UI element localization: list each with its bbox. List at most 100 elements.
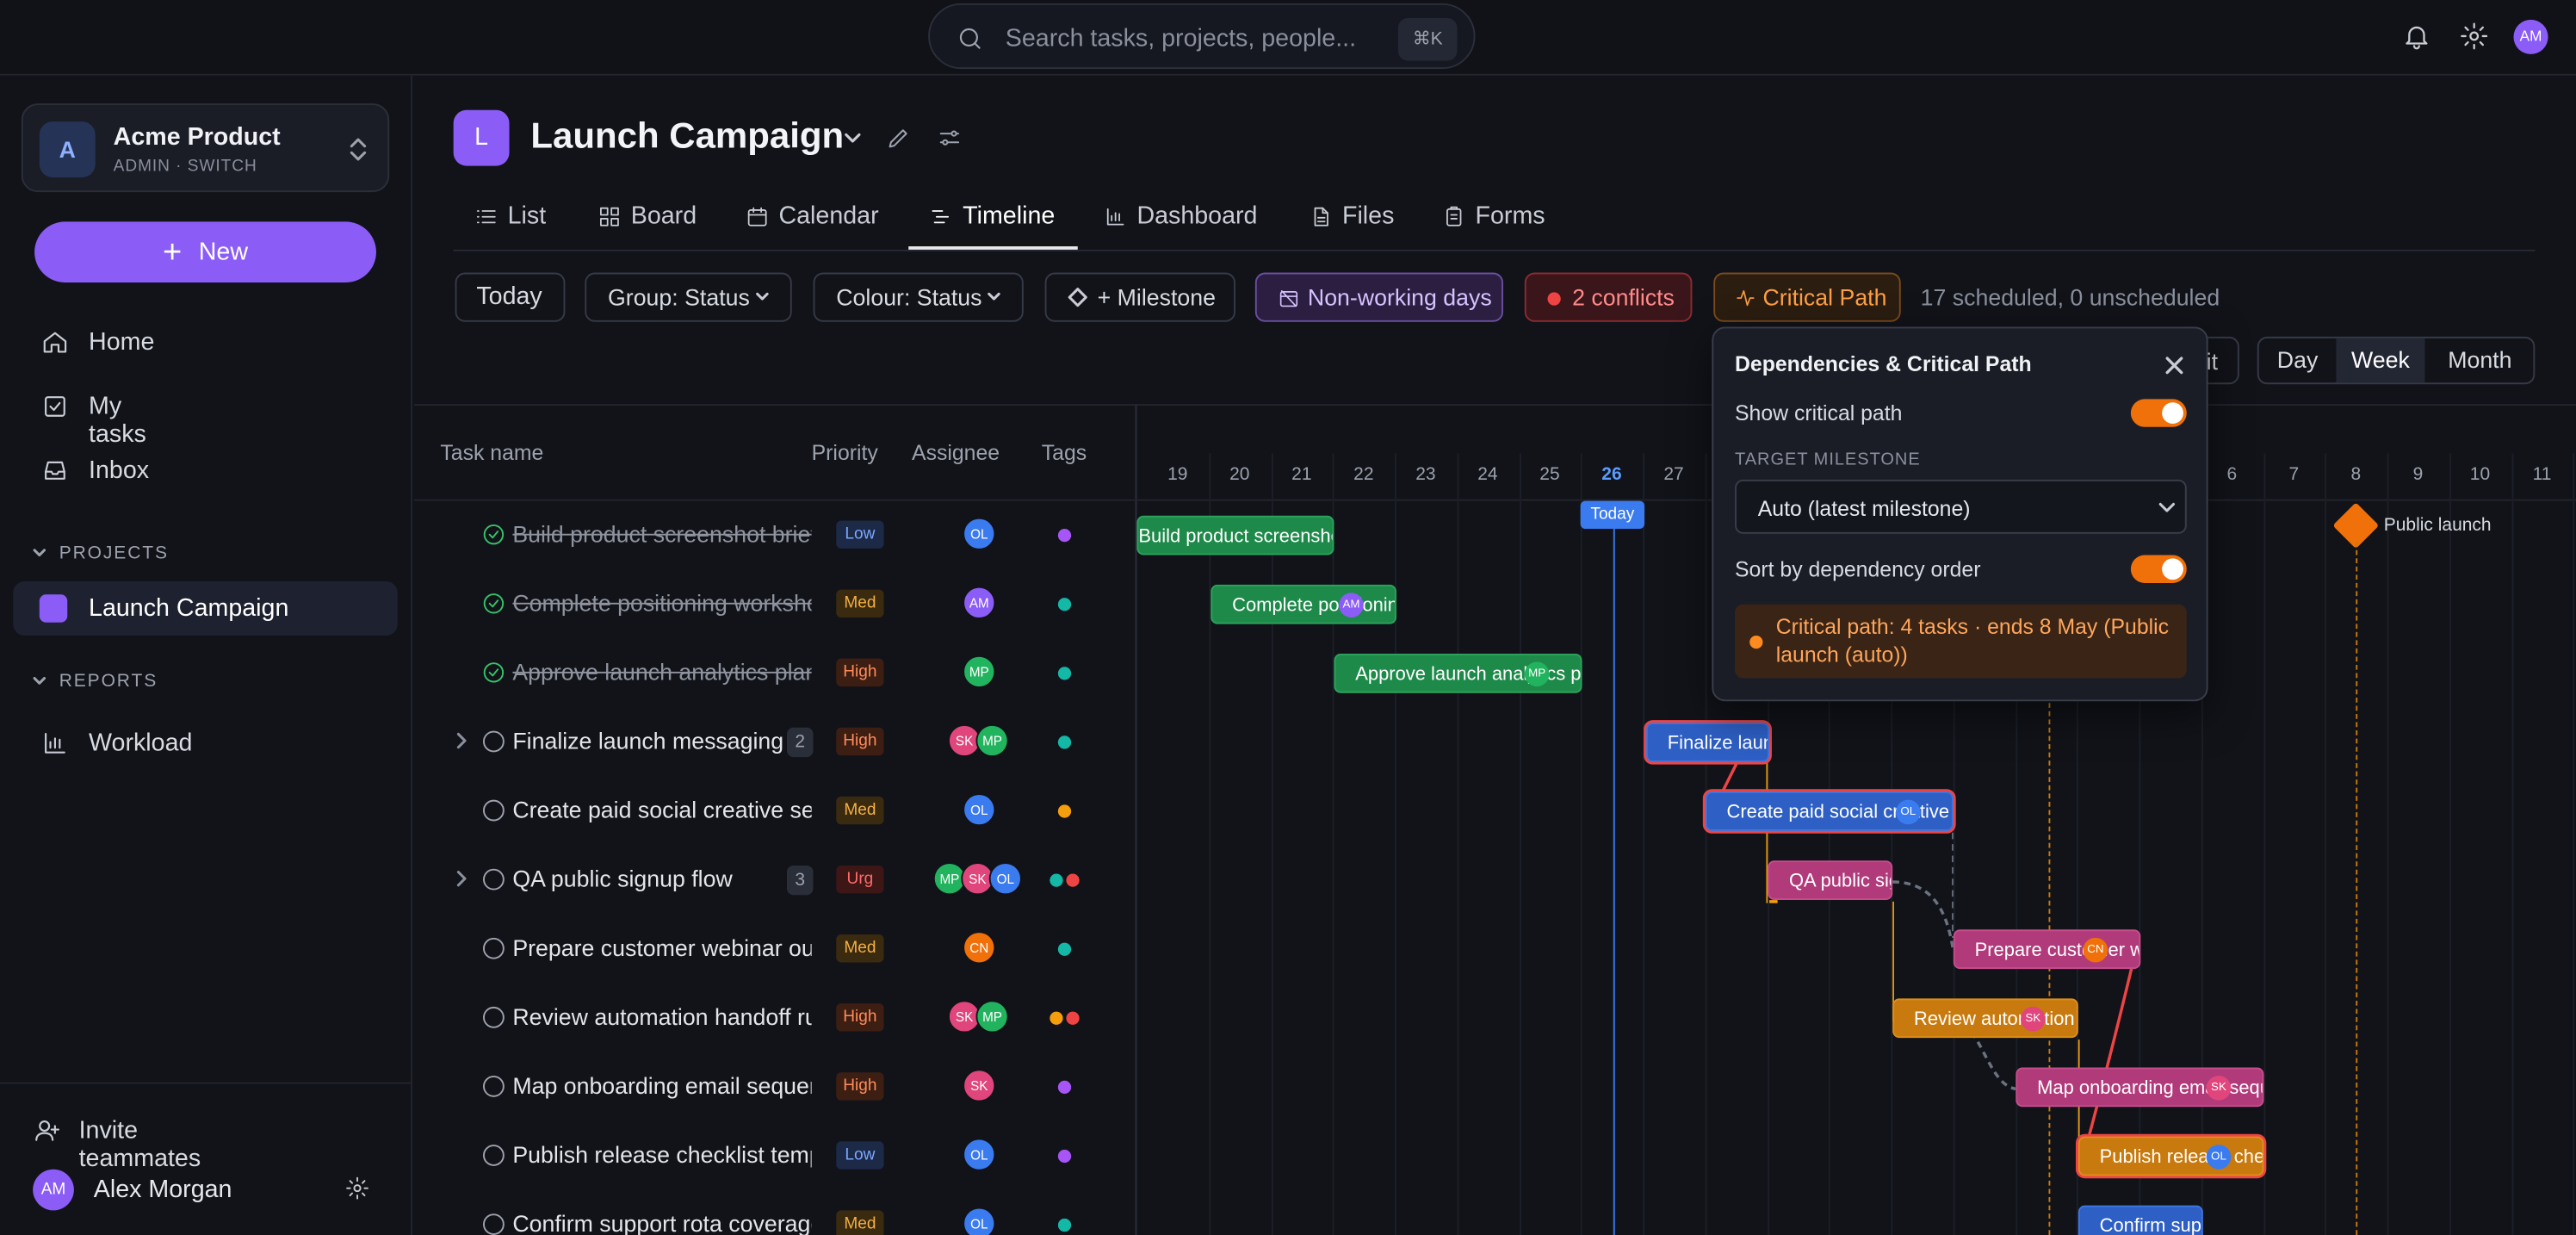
group-by-dropdown[interactable]: Group: Status — [585, 272, 792, 322]
tag-dot[interactable] — [1057, 804, 1072, 818]
gantt-bar[interactable]: Review automation handoffSK — [1892, 998, 2078, 1039]
avatar[interactable]: OL — [963, 1207, 996, 1235]
view-day-button[interactable]: Day — [2276, 346, 2319, 373]
priority-badge[interactable]: Med — [836, 796, 884, 825]
avatar[interactable]: SK — [961, 862, 994, 896]
column-header-task-name[interactable]: Task name — [440, 440, 544, 465]
pencil-icon[interactable] — [885, 125, 912, 152]
avatar[interactable]: OL — [963, 1138, 996, 1171]
new-button[interactable]: + New — [34, 221, 376, 282]
avatar[interactable]: OL — [988, 862, 1022, 896]
status-circle-icon[interactable] — [482, 868, 505, 891]
tag-dot[interactable] — [1050, 1011, 1063, 1025]
show-critical-toggle[interactable] — [2130, 399, 2187, 427]
task-name[interactable]: Publish release checklist temp... — [512, 1141, 812, 1168]
table-row[interactable]: Approve launch analytics plan High MP — [414, 639, 1137, 708]
search-input[interactable]: Search tasks, projects, people... ⌘K — [928, 3, 1476, 70]
avatar[interactable]: SK — [948, 1000, 981, 1033]
view-week-button[interactable]: Week — [2336, 338, 2425, 383]
check-circle-icon[interactable] — [481, 522, 506, 547]
gantt-bar[interactable]: Finalize launch messaging — [1645, 723, 1770, 762]
priority-badge[interactable]: Med — [836, 589, 884, 618]
avatar[interactable]: MP — [963, 655, 996, 688]
tag-dot[interactable] — [1057, 735, 1072, 749]
status-circle-icon[interactable] — [482, 1076, 505, 1097]
task-name[interactable]: Review automation handoff rul... — [512, 1003, 812, 1030]
priority-badge[interactable]: High — [836, 658, 884, 687]
gear-icon[interactable] — [2460, 22, 2489, 51]
priority-badge[interactable]: Med — [836, 1210, 884, 1235]
tag-dot[interactable] — [1057, 667, 1072, 680]
priority-badge[interactable]: Urg — [836, 865, 884, 894]
status-circle-icon[interactable] — [482, 799, 505, 822]
gear-icon[interactable] — [345, 1176, 370, 1201]
gantt-bar[interactable]: Map onboarding email sequenceSK — [2016, 1067, 2264, 1108]
task-name[interactable]: QA public signup flow — [512, 865, 733, 892]
task-name[interactable]: Approve launch analytics plan — [512, 658, 812, 686]
status-circle-icon[interactable] — [482, 1213, 505, 1235]
critical-path-button[interactable]: Critical Path — [1713, 272, 1901, 322]
status-circle-icon[interactable] — [482, 1006, 505, 1028]
colour-by-dropdown[interactable]: Colour: Status — [813, 272, 1024, 322]
sort-dependency-toggle[interactable] — [2130, 555, 2187, 583]
priority-badge[interactable]: Med — [836, 934, 884, 963]
task-name[interactable]: Map onboarding email sequen... — [512, 1072, 812, 1099]
priority-badge[interactable]: Low — [836, 1141, 884, 1170]
task-name[interactable]: Confirm support rota coverage — [512, 1210, 812, 1235]
add-milestone-button[interactable]: + Milestone — [1044, 272, 1235, 322]
avatar[interactable]: MP — [975, 1000, 1009, 1033]
gantt-bar[interactable]: Create paid social creative setOL — [1705, 791, 1954, 831]
tag-dot[interactable] — [1057, 1218, 1072, 1232]
task-name[interactable]: Finalize launch messaging — [512, 727, 784, 754]
gantt-bar[interactable]: Complete positioning workshopAM — [1211, 584, 1396, 624]
tag-dot[interactable] — [1057, 598, 1072, 611]
check-circle-icon[interactable] — [481, 661, 506, 686]
chevron-right-icon[interactable] — [454, 869, 470, 889]
table-row[interactable]: Publish release checklist temp... Low OL — [414, 1121, 1137, 1190]
task-name[interactable]: Prepare customer webinar out... — [512, 934, 812, 961]
avatar[interactable]: SK — [948, 723, 981, 758]
chevron-down-icon[interactable] — [31, 673, 47, 690]
avatar[interactable]: OL — [963, 517, 996, 550]
status-circle-icon[interactable] — [482, 730, 505, 753]
table-row[interactable]: Map onboarding email sequen... High SK — [414, 1052, 1137, 1121]
priority-badge[interactable]: High — [836, 727, 884, 756]
gantt-bar[interactable]: Prepare customer webinarCN — [1953, 929, 2141, 970]
status-circle-icon[interactable] — [482, 1145, 505, 1166]
column-header-tags[interactable]: Tags — [1041, 440, 1087, 465]
task-name[interactable]: Build product screenshot brief — [512, 520, 812, 548]
tag-dot[interactable] — [1057, 529, 1072, 543]
gantt-bar[interactable]: Confirm support rota — [2078, 1205, 2203, 1235]
tag-dot[interactable] — [1066, 873, 1080, 887]
conflicts-button[interactable]: 2 conflicts — [1524, 272, 1693, 322]
tag-dot[interactable] — [1057, 1149, 1072, 1164]
target-milestone-select[interactable]: Auto (latest milestone) — [1735, 479, 2187, 534]
chevron-down-icon[interactable] — [841, 128, 864, 148]
avatar[interactable]: SK — [963, 1069, 996, 1102]
tag-dot[interactable] — [1057, 942, 1072, 956]
table-row[interactable]: Confirm support rota coverage Med OL — [414, 1191, 1137, 1235]
sidebar-project-launch-campaign[interactable]: Launch Campaign — [13, 581, 398, 636]
chevron-right-icon[interactable] — [454, 731, 470, 751]
check-circle-icon[interactable] — [481, 591, 506, 616]
user-avatar[interactable]: AM — [2513, 19, 2548, 54]
tag-dot[interactable] — [1057, 1080, 1072, 1095]
tag-dot[interactable] — [1066, 1011, 1080, 1025]
bell-icon[interactable] — [2402, 22, 2431, 51]
close-icon[interactable] — [2164, 355, 2185, 376]
column-header-priority[interactable]: Priority — [811, 440, 878, 465]
gantt-bar[interactable]: QA public signup flow — [1768, 860, 1893, 900]
gantt-bar[interactable]: Build product screenshot briefOL — [1136, 515, 1334, 555]
task-name[interactable]: Create paid social creative set — [512, 796, 812, 823]
status-circle-icon[interactable] — [482, 937, 505, 959]
priority-badge[interactable]: High — [836, 1072, 884, 1101]
gantt-bar[interactable]: Publish release checklistOL — [2078, 1136, 2264, 1176]
workspace-switcher[interactable]: A Acme Product ADMIN · SWITCH — [21, 103, 390, 193]
